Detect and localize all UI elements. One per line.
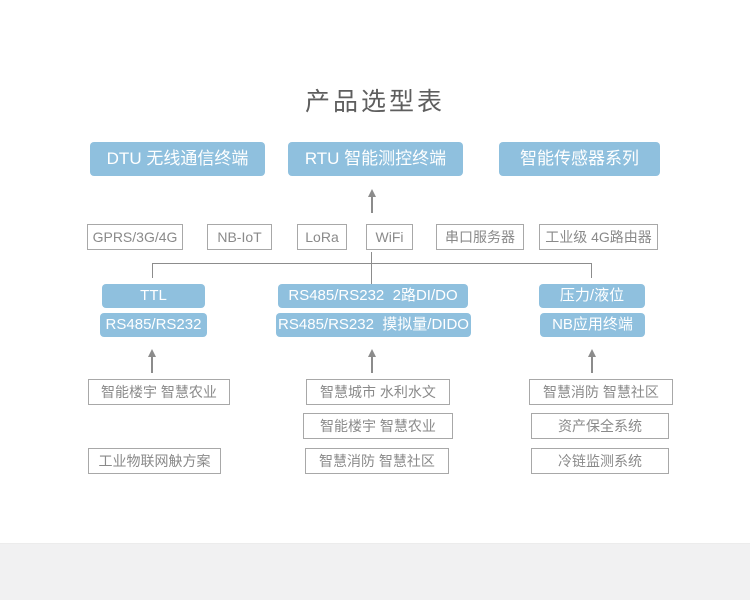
box-nb-iot: NB-IoT: [207, 224, 272, 250]
connector-center-stem: [371, 252, 372, 284]
box-industrial-4g-router: 工业级 4G路由器: [539, 224, 658, 250]
box-gprs-3g-4g: GPRS/3G/4G: [87, 224, 183, 250]
box-smart-city-hydrology: 智慧城市 水利水文: [306, 379, 450, 405]
arrow-up-icon: [148, 349, 156, 373]
box-serial-server: 串口服务器: [436, 224, 524, 250]
box-asset-security-system: 资产保全系统: [531, 413, 669, 439]
arrow-up-icon: [368, 189, 376, 213]
arrow-up-icon: [588, 349, 596, 373]
box-cold-chain-monitoring-system: 冷链监测系统: [531, 448, 669, 474]
node-ttl: TTL: [102, 284, 205, 308]
box-industrial-iot-solution: 工业物联网觖方案: [88, 448, 221, 474]
page-title: 产品选型表: [304, 88, 445, 116]
node-rs485-rs232-analog-dido: RS485/RS232 摸拟量/DIDO: [276, 313, 471, 337]
page-background-strip: [0, 543, 750, 600]
connector-left-drop: [152, 263, 153, 278]
box-lora: LoRa: [297, 224, 347, 250]
node-nb-application-terminal: NB应用终端: [540, 313, 645, 337]
node-smart-sensor-series: 智能传感器系列: [499, 142, 660, 176]
node-dtu-wireless-terminal: DTU 无线通信终端: [90, 142, 265, 176]
node-rtu-control-terminal: RTU 智能测控终端: [288, 142, 463, 176]
node-pressure-liquid-level: 压力/液位: [539, 284, 645, 308]
arrow-up-icon: [368, 349, 376, 373]
box-smart-fire-community: 智慧消防 智慧社区: [529, 379, 673, 405]
connector-horizontal-line: [152, 263, 592, 264]
box-smart-building-agriculture: 智能楼宇 智慧农业: [88, 379, 230, 405]
node-rs485-rs232-2di-do: RS485/RS232 2路DI/DO: [278, 284, 468, 308]
box-smart-building-agriculture: 智能楼宇 智慧农业: [303, 413, 453, 439]
node-rs485-rs232: RS485/RS232: [100, 313, 207, 337]
box-wifi: WiFi: [366, 224, 413, 250]
connector-right-drop: [591, 263, 592, 278]
box-smart-fire-community: 智慧消防 智慧社区: [305, 448, 449, 474]
